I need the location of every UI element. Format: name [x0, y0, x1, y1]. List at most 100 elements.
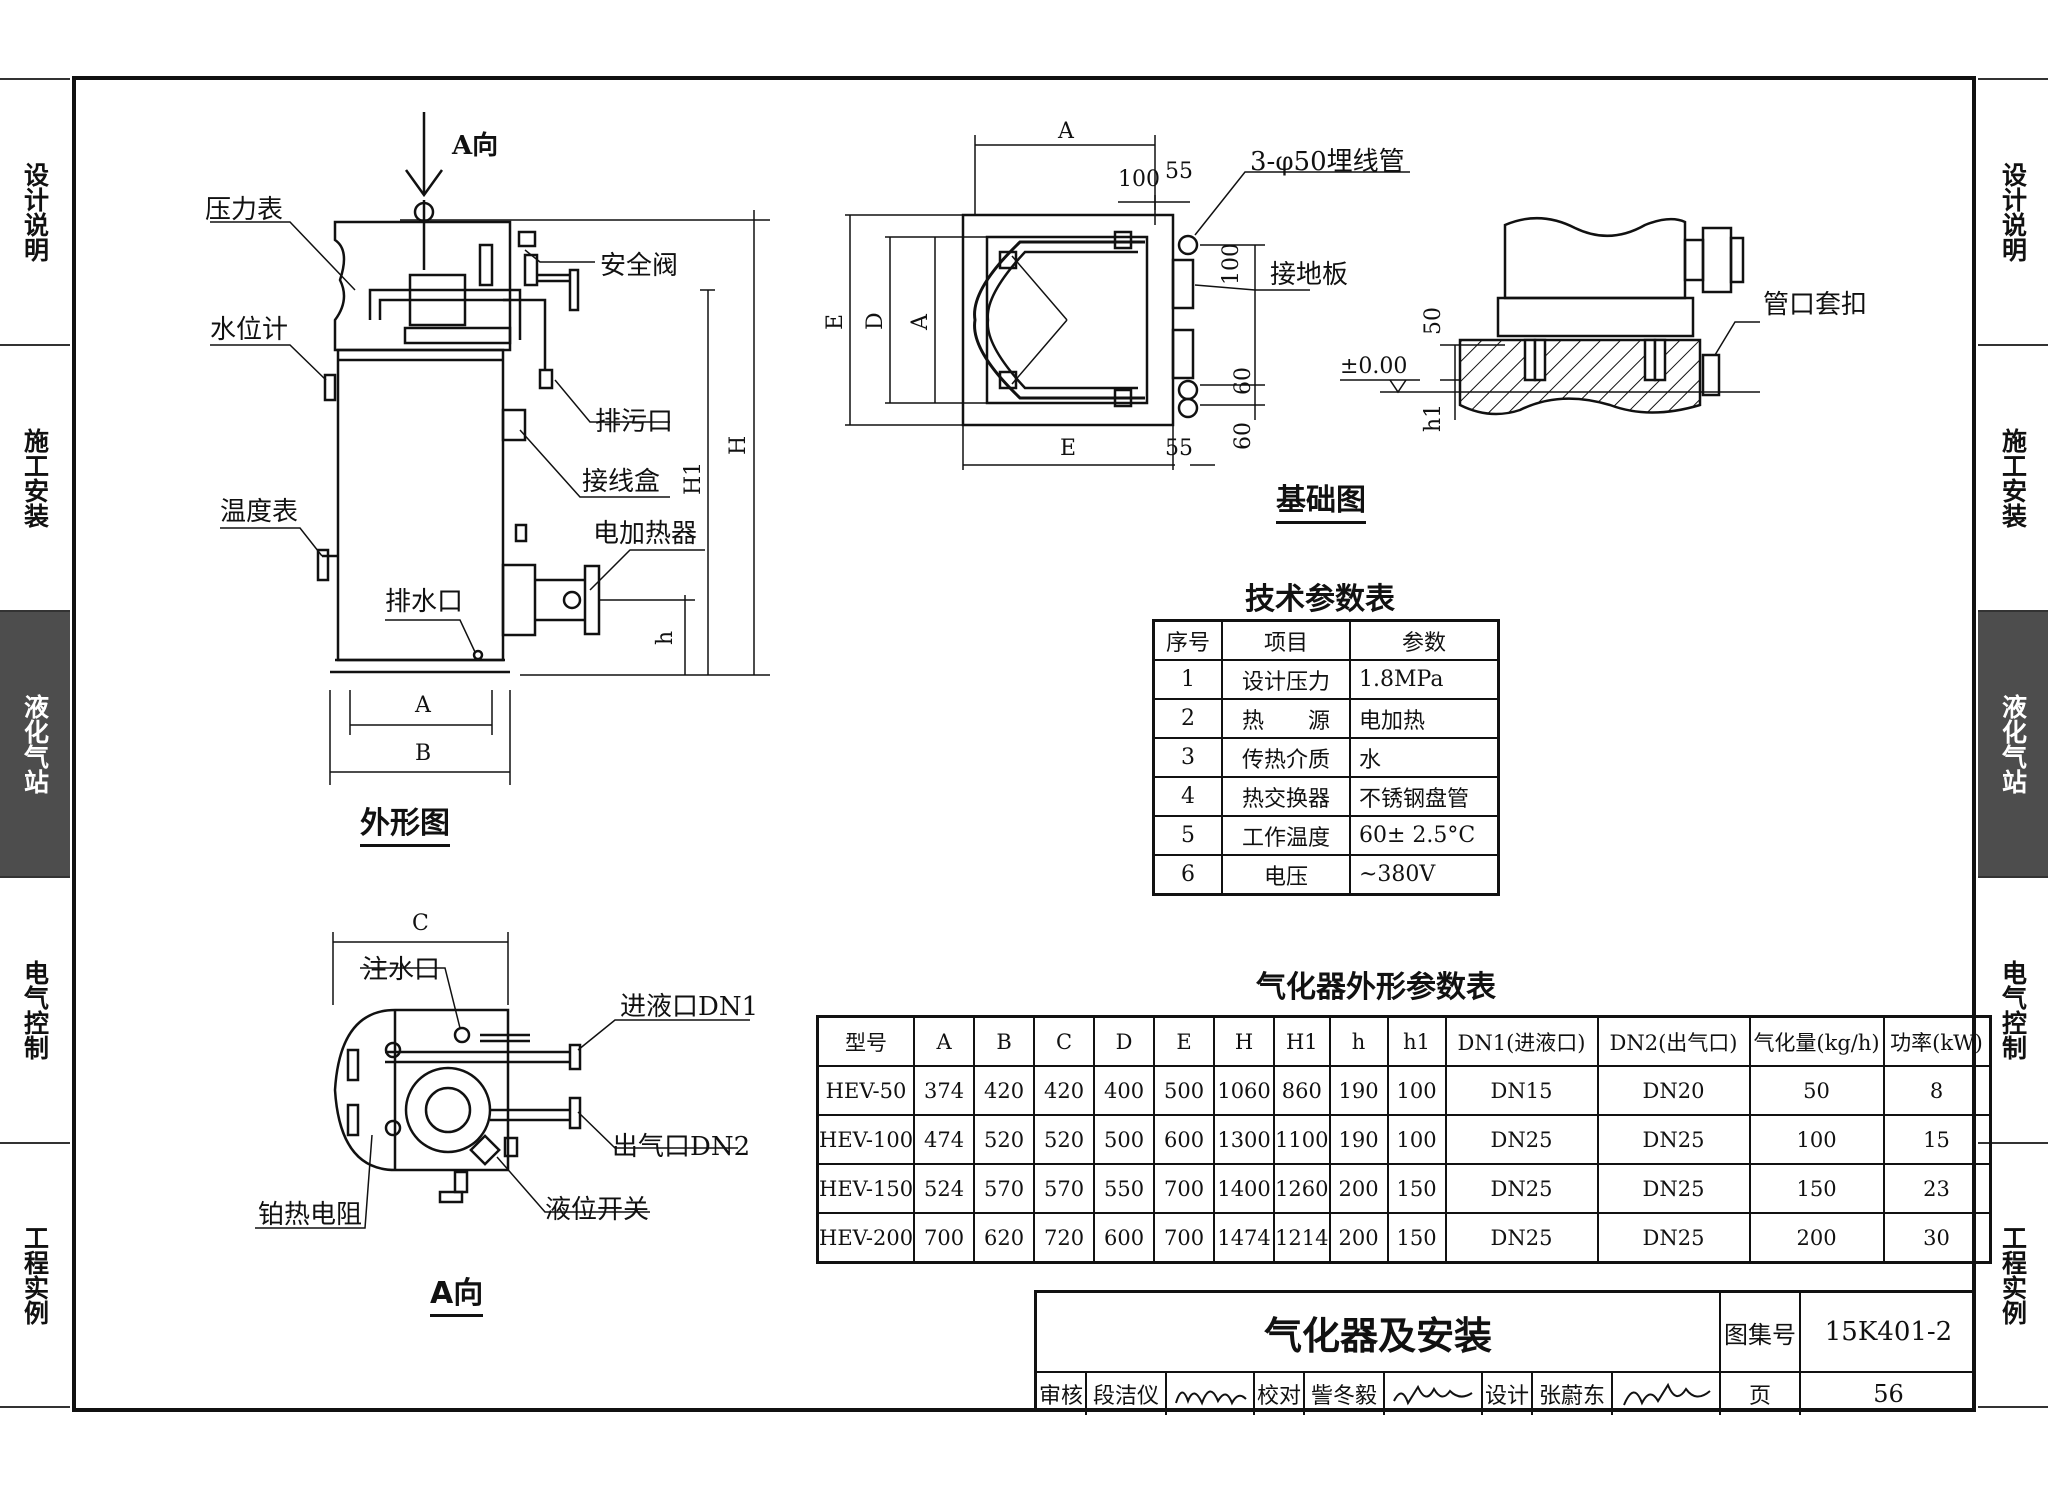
ground-plate-label: 接地板 [1270, 260, 1348, 290]
plan-dim-60-a: 60 [1231, 367, 1256, 395]
table-cell: 热 源 [1221, 698, 1351, 739]
plan-dim-55-bottom: 55 [1165, 436, 1193, 461]
thermometer-label: 温度表 [220, 497, 298, 527]
table-cell: 420 [1033, 1065, 1096, 1116]
plan-dim-e-left: E [823, 314, 848, 330]
table-cell: HEV-100 [816, 1114, 916, 1165]
inlet-label: 进液口DN1 [620, 992, 758, 1022]
table-cell: 150 [1748, 1163, 1885, 1214]
table-cell: 200 [1748, 1212, 1885, 1264]
check-label: 校对 [1255, 1373, 1305, 1415]
table-header: DN1(进液口) [1444, 1015, 1599, 1067]
tab-construction-right[interactable]: 施工安装 [1978, 344, 2048, 610]
table-cell: 1060 [1213, 1065, 1276, 1116]
table-cell: DN20 [1596, 1065, 1751, 1116]
designer-signature [1613, 1373, 1721, 1415]
table-cell: ~380V [1349, 854, 1500, 896]
tab-lpg-station-right[interactable]: 液化气站 [1978, 610, 2048, 876]
outline-view-drawing [210, 112, 770, 785]
page-number: 56 [1873, 1380, 1904, 1408]
tab-design-notes-right[interactable]: 设计说明 [1978, 78, 2048, 344]
table-cell: 1260 [1273, 1163, 1331, 1214]
table-cell: 100 [1386, 1065, 1447, 1116]
table-cell: 工作温度 [1221, 815, 1351, 856]
table-cell: 1400 [1213, 1163, 1276, 1214]
table-cell: 6 [1152, 854, 1223, 896]
table-header: h1 [1386, 1015, 1447, 1067]
tab-lpg-station[interactable]: 液化气站 [0, 610, 70, 876]
table-cell: HEV-150 [816, 1163, 916, 1214]
atlas-number: 15K401-2 [1801, 1293, 1976, 1373]
table-header: 参数 [1349, 619, 1500, 661]
foundation-view-title: 基础图 [1276, 475, 1366, 524]
tab-project-examples[interactable]: 工程实例 [0, 1142, 70, 1408]
table-cell: 620 [973, 1212, 1036, 1264]
pipe-sleeve-label: 管口套扣 [1763, 290, 1867, 320]
section-dim-h1: h1 [1421, 404, 1446, 432]
table-cell: 500 [1153, 1065, 1216, 1116]
foundation-plan-drawing [845, 135, 1410, 470]
tab-project-examples-right[interactable]: 工程实例 [1978, 1142, 2048, 1408]
table-cell: 420 [973, 1065, 1036, 1116]
table-cell: 热交换器 [1221, 776, 1351, 817]
level-gauge-label: 水位计 [210, 315, 288, 345]
table-header: C [1033, 1015, 1096, 1067]
table-cell: 设计压力 [1221, 659, 1351, 700]
tab-design-notes[interactable]: 设计说明 [0, 78, 70, 344]
table-header: 项目 [1221, 619, 1351, 661]
junction-box-label: 接线盒 [582, 467, 660, 497]
table-cell: 500 [1093, 1114, 1156, 1165]
table-header: 型号 [816, 1015, 916, 1067]
table-cell: 150 [1386, 1163, 1447, 1214]
blowdown-label: 排污口 [595, 407, 673, 437]
table-cell: 15 [1882, 1114, 1992, 1165]
drawing-title: 气化器及安装 [1037, 1293, 1721, 1373]
table-cell: 520 [1033, 1114, 1096, 1165]
table-header: B [973, 1015, 1036, 1067]
tab-electrical-control-right[interactable]: 电气控制 [1978, 876, 2048, 1142]
table-cell: 700 [1153, 1212, 1216, 1264]
table-header: D [1093, 1015, 1156, 1067]
table-header: 功率(kW) [1882, 1015, 1992, 1067]
table-cell: 600 [1153, 1114, 1216, 1165]
dim-small-h-label: h [653, 631, 678, 645]
section-dim-50: 50 [1421, 307, 1446, 335]
table-cell: 电压 [1221, 854, 1351, 896]
table-cell: 150 [1386, 1212, 1447, 1264]
pressure-gauge-label: 压力表 [205, 195, 283, 225]
electric-heater-label: 电加热器 [593, 519, 697, 549]
table-cell: 1 [1152, 659, 1223, 700]
title-block: 气化器及安装 图集号 15K401-2 审核 段洁仪 校对 訾冬毅 设计 张蔚东… [1034, 1290, 1976, 1415]
conduit-label: 3-φ50埋线管 [1250, 147, 1405, 177]
tech-table-title: 技术参数表 [1245, 582, 1395, 617]
plan-dim-100-vertical: 100 [1219, 243, 1244, 285]
left-section-tabs: 设计说明 施工安装 液化气站 电气控制 工程实例 [0, 78, 70, 1408]
table-cell: 不锈钢盘管 [1349, 776, 1500, 817]
a-view-title: A向 [430, 1268, 484, 1317]
table-header: 序号 [1152, 619, 1223, 661]
design-label: 设计 [1483, 1373, 1533, 1415]
table-cell: 200 [1328, 1212, 1389, 1264]
tab-electrical-control[interactable]: 电气控制 [0, 876, 70, 1142]
table-cell: 600 [1093, 1212, 1156, 1264]
table-cell: 1100 [1273, 1114, 1331, 1165]
plan-dim-a-vertical: A [908, 313, 933, 331]
tab-construction[interactable]: 施工安装 [0, 344, 70, 610]
table-cell: DN25 [1444, 1163, 1599, 1214]
table-cell: 550 [1093, 1163, 1156, 1214]
table-cell: 700 [913, 1212, 976, 1264]
table-cell: 374 [913, 1065, 976, 1116]
table-cell: 190 [1328, 1065, 1389, 1116]
table-cell: DN25 [1596, 1114, 1751, 1165]
table-cell: 23 [1882, 1163, 1992, 1214]
